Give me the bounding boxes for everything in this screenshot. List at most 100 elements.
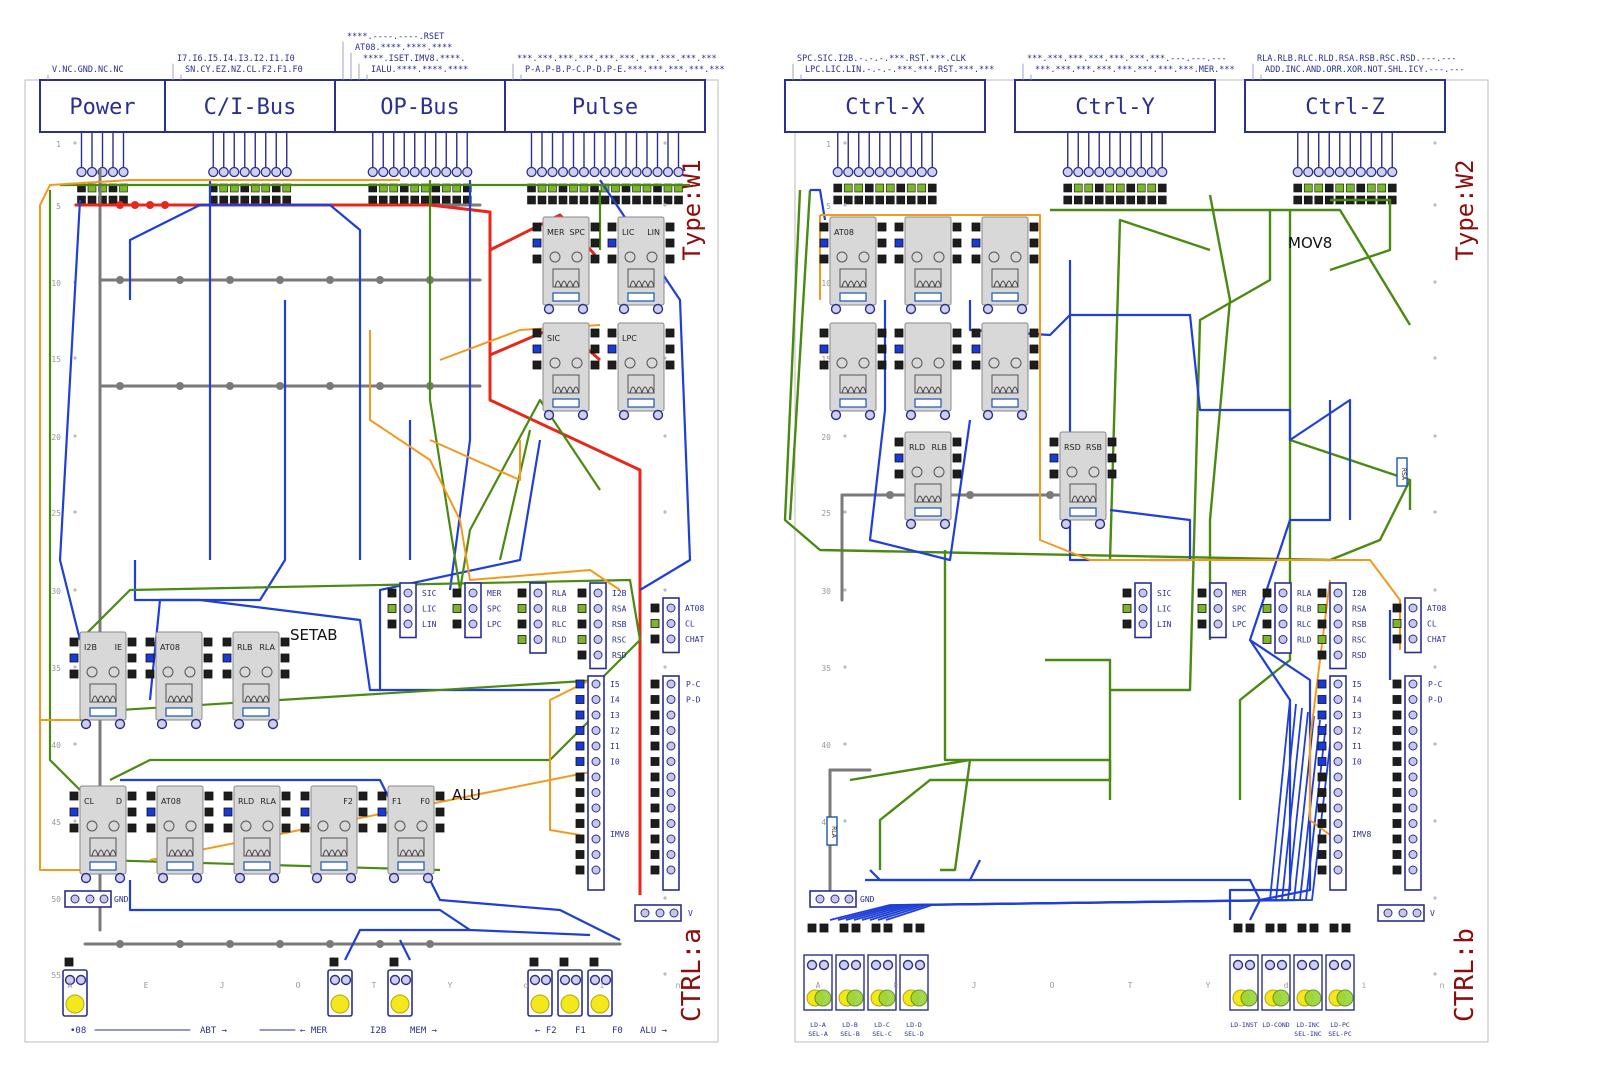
pad: [894, 254, 904, 264]
block-label-setab: SETAB: [290, 626, 338, 644]
connector-pin: [853, 166, 864, 178]
pad: [650, 741, 660, 751]
pad-square: [1335, 183, 1345, 193]
pad: [377, 823, 387, 833]
pin-hole: [268, 872, 280, 884]
io-pin: [666, 803, 676, 813]
row-number: 5: [56, 202, 61, 211]
pad-square: [1245, 923, 1255, 933]
pad: [280, 653, 290, 663]
coil-turn: [566, 280, 574, 288]
connector: Ctrl-Y***.***.***.***.***.***.***.---.--…: [1014, 54, 1235, 205]
pad-square: [1063, 183, 1073, 193]
pad: [650, 710, 660, 720]
io-pin: [1138, 588, 1148, 598]
io-pin: [1278, 604, 1288, 613]
pad: [146, 791, 156, 801]
pad-square: [877, 254, 887, 264]
pad-square: [1197, 588, 1207, 598]
io-pin: [666, 757, 676, 766]
led-light: [530, 994, 550, 1014]
block-label-alu: ALU: [452, 786, 481, 804]
pad: [1392, 772, 1402, 782]
pad-square: [548, 195, 557, 205]
coil-turn: [250, 695, 258, 703]
connector-pin: [916, 166, 927, 178]
pin-hole: [1296, 959, 1308, 971]
pad: [1392, 634, 1402, 644]
connector-label: OP-Bus: [380, 95, 459, 120]
pad: [971, 254, 981, 264]
coil-turn: [179, 695, 187, 703]
pad-square: [650, 865, 660, 875]
relay-diode: [242, 707, 270, 717]
coil-turn: [417, 849, 425, 857]
pad-square: [854, 183, 864, 193]
pad-square: [452, 195, 462, 205]
green-wire: [1270, 208, 1412, 326]
pad: [839, 923, 849, 933]
grid-dot: [663, 510, 667, 514]
pad: [665, 360, 675, 370]
pad-square: [1392, 819, 1402, 828]
pad: [915, 923, 925, 933]
coil-turn: [1077, 495, 1085, 503]
pad: [146, 807, 156, 817]
pad-square: [1317, 741, 1327, 751]
pad: [650, 788, 660, 797]
pad: [517, 588, 527, 598]
relay-coil: [839, 268, 867, 288]
pad-square: [952, 437, 962, 447]
pad-square: [1317, 788, 1327, 797]
pin-hole: [1016, 409, 1028, 421]
column-letter: d: [524, 981, 529, 990]
pad: [1392, 741, 1402, 751]
pad-square: [600, 195, 610, 205]
pad-square: [1029, 360, 1039, 370]
coil-turn: [847, 280, 855, 288]
pad-square: [229, 195, 239, 205]
relay-body: [981, 322, 1029, 412]
connector-pin: [430, 166, 441, 178]
pad-square: [452, 619, 462, 629]
pin-hole: [905, 303, 917, 315]
pad-square: [575, 865, 585, 875]
junction-dot: [326, 276, 334, 284]
led-light-sel: [1240, 989, 1258, 1007]
pad: [280, 637, 290, 647]
connector: Pulse***.***.***.***.***.***.***.***.***…: [504, 54, 725, 205]
pad: [1392, 726, 1402, 735]
pad-square: [1392, 603, 1402, 613]
coil-turn: [841, 386, 849, 394]
io-label: RLD: [552, 636, 567, 645]
pad-square: [1122, 604, 1132, 613]
junction-dot: [116, 940, 124, 948]
pad: [1122, 588, 1132, 598]
pad: [435, 823, 445, 833]
coil-turn: [399, 849, 407, 857]
relay-diode: [397, 861, 425, 871]
led-group: LD-INST: [1229, 923, 1259, 1029]
junction-dot: [176, 276, 184, 284]
io-label: RLA: [552, 589, 567, 598]
coil-turn: [109, 849, 117, 857]
pin-hole: [234, 872, 246, 884]
connector-pin: [536, 166, 548, 178]
pin-hole: [914, 959, 926, 971]
pad: [532, 254, 542, 264]
pin-hole: [818, 959, 830, 971]
pin-hole: [1016, 303, 1028, 315]
pad-square: [575, 788, 585, 797]
pad-square: [69, 807, 79, 817]
coil-turn: [572, 280, 580, 288]
connector-pin: [239, 166, 250, 178]
pad: [650, 619, 660, 628]
pad-square: [674, 195, 683, 205]
pad-square: [917, 195, 927, 205]
pad: [607, 254, 617, 264]
pad: [1262, 619, 1272, 629]
bus-label: I1: [610, 742, 620, 751]
